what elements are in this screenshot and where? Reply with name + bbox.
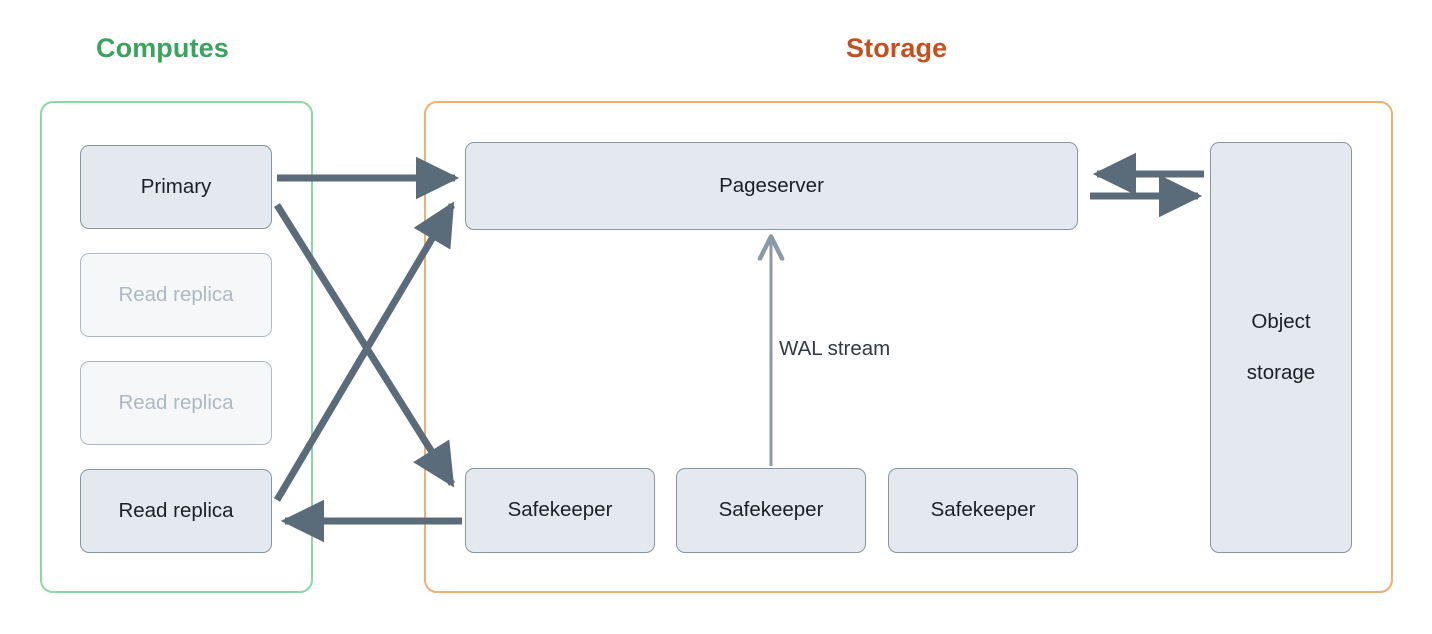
node-safekeeper-3[interactable]: Safekeeper (888, 468, 1078, 553)
node-safekeeper-2[interactable]: Safekeeper (676, 468, 866, 553)
object-storage-line-1: Object (1251, 310, 1311, 334)
node-pageserver[interactable]: Pageserver (465, 142, 1078, 230)
edge-readreplica-to-pageserver (273, 201, 456, 502)
node-safekeeper-1[interactable]: Safekeeper (465, 468, 655, 553)
object-storage-line-2: storage (1246, 360, 1316, 384)
computes-group-outline (40, 101, 313, 593)
storage-group-outline (424, 101, 1393, 593)
node-read-replica-3[interactable]: Read replica (80, 469, 272, 553)
node-primary[interactable]: Primary (80, 145, 272, 229)
wal-stream-label: WAL stream (779, 337, 891, 360)
computes-group-title: Computes (96, 33, 229, 63)
storage-group-title: Storage (846, 33, 948, 63)
node-read-replica-2[interactable]: Read replica (80, 361, 272, 445)
node-read-replica-1[interactable]: Read replica (80, 253, 272, 337)
node-object-storage[interactable]: Object storage (1210, 142, 1352, 553)
edge-primary-to-safekeeper (274, 203, 455, 488)
